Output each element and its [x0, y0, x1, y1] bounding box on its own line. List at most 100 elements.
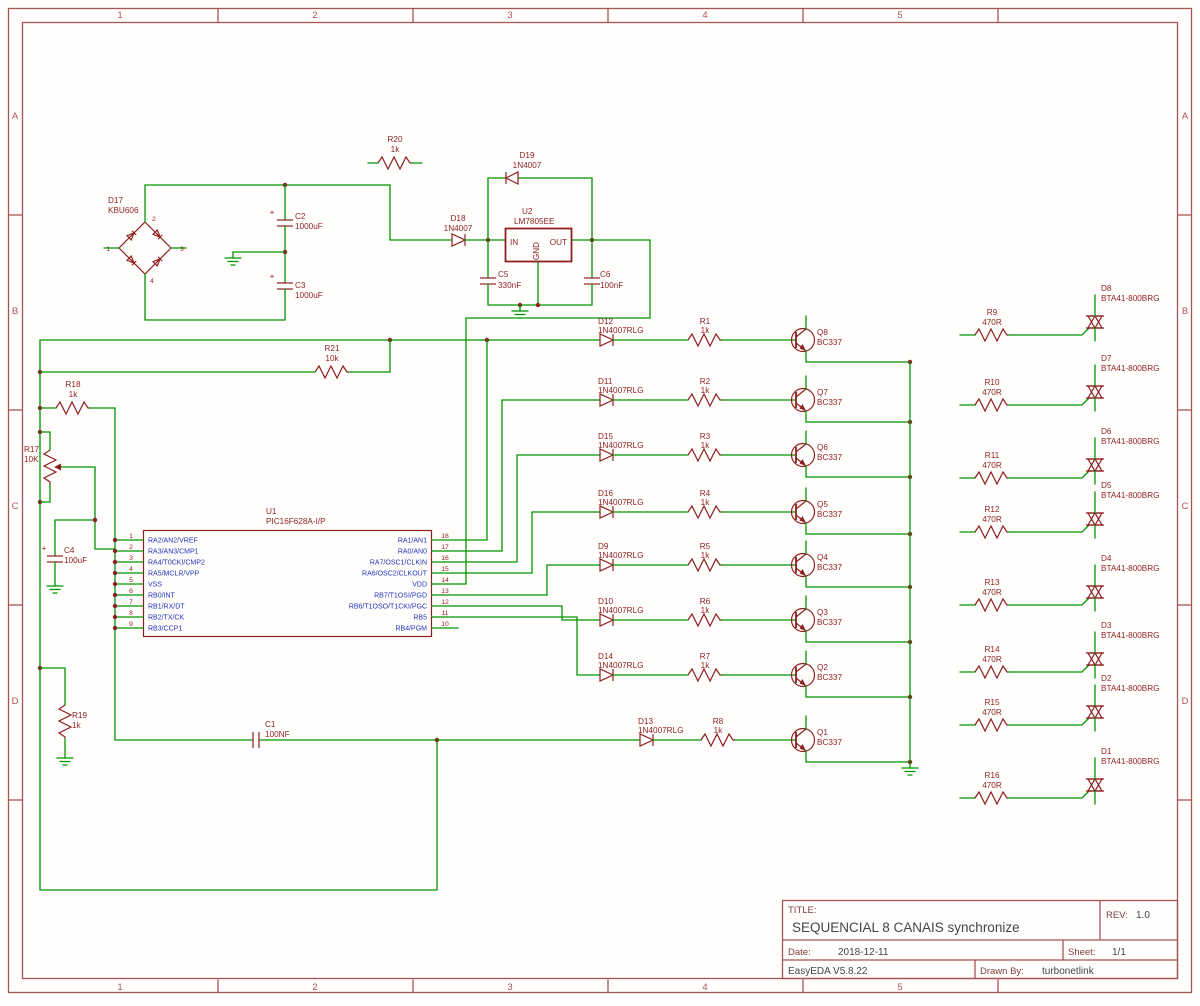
resistor-R7[interactable]	[687, 667, 722, 683]
net-ch2[interactable]	[457, 399, 601, 552]
gate-wire[interactable]	[1008, 327, 1090, 336]
resistor-R11[interactable]	[974, 470, 1009, 486]
net-ch6[interactable]	[457, 605, 601, 621]
emitter-lead[interactable]	[805, 630, 911, 643]
potentiometer-R17[interactable]	[42, 449, 58, 484]
resistor-R18[interactable]	[55, 400, 90, 416]
transistor-Q4-collector[interactable]	[795, 553, 807, 563]
net-r21[interactable]	[348, 339, 391, 373]
emitter-lead[interactable]	[805, 685, 911, 698]
cap-lead[interactable]	[54, 519, 96, 557]
diode-D12[interactable]	[599, 333, 615, 347]
diode-D13[interactable]	[639, 733, 655, 747]
resistor-R13[interactable]	[974, 597, 1009, 613]
transistor-Q3-body[interactable]	[790, 607, 816, 633]
triac-D5[interactable]	[1086, 511, 1104, 526]
resistor-R9[interactable]	[974, 327, 1009, 343]
resistor-R4[interactable]	[687, 504, 722, 520]
net-ch4[interactable]	[457, 511, 601, 574]
resistor-R5[interactable]	[687, 557, 722, 573]
diode-D14[interactable]	[599, 668, 615, 682]
diode-D19[interactable]	[504, 171, 519, 185]
triac-D4[interactable]	[1086, 585, 1104, 600]
net-vdd[interactable]	[457, 239, 651, 585]
resistor-R12[interactable]	[974, 524, 1009, 540]
transistor-Q8-body[interactable]	[790, 327, 816, 353]
net-ch7[interactable]	[457, 616, 601, 676]
gate-wire[interactable]	[1008, 717, 1090, 726]
triac-D1[interactable]	[1086, 778, 1104, 793]
resistor-R20[interactable]	[377, 155, 412, 171]
resistor-R16[interactable]	[974, 790, 1009, 806]
resistor-R19[interactable]	[57, 704, 73, 739]
triac-D7[interactable]	[1086, 385, 1104, 400]
net-ch5[interactable]	[457, 564, 601, 596]
triac-D7[interactable]	[1086, 384, 1104, 399]
resistor-R15[interactable]	[974, 717, 1009, 733]
bridge-D17[interactable]	[118, 221, 172, 275]
diode-D9[interactable]	[599, 558, 615, 572]
triac-D1[interactable]	[1086, 777, 1104, 792]
transistor-Q5-body[interactable]	[790, 499, 816, 525]
triac-D2[interactable]	[1086, 705, 1104, 720]
ic-U1[interactable]	[142, 529, 433, 638]
gate-wire[interactable]	[1008, 597, 1090, 606]
pot-lead[interactable]	[39, 483, 51, 503]
transistor-Q5-collector[interactable]	[795, 500, 807, 510]
diode-D18[interactable]	[451, 233, 467, 247]
triac-D5[interactable]	[1086, 512, 1104, 527]
resistor-R2[interactable]	[687, 392, 722, 408]
regulator-U2[interactable]	[504, 227, 573, 263]
gate-wire[interactable]	[1008, 470, 1090, 479]
pot-lead[interactable]	[39, 431, 51, 451]
net-r19[interactable]	[39, 667, 66, 706]
net-ch3[interactable]	[457, 454, 601, 563]
emitter-lead[interactable]	[805, 750, 911, 763]
triac-D8[interactable]	[1086, 314, 1104, 329]
transistor-Q6-body[interactable]	[790, 442, 816, 468]
resistor-R14[interactable]	[974, 664, 1009, 680]
resistor-R6[interactable]	[687, 612, 722, 628]
triac-D2[interactable]	[1086, 704, 1104, 719]
resistor-R1[interactable]	[687, 332, 722, 348]
emitter-lead[interactable]	[805, 350, 911, 363]
pot-wiper-net[interactable]	[61, 466, 116, 550]
net-rect-out[interactable]	[144, 184, 453, 241]
resistor-R8[interactable]	[700, 732, 735, 748]
transistor-Q2-body[interactable]	[790, 662, 816, 688]
diode-D11[interactable]	[599, 393, 615, 407]
diode-D16[interactable]	[599, 505, 615, 519]
emitter-lead[interactable]	[805, 575, 911, 588]
diode-D10[interactable]	[599, 613, 615, 627]
resistor-R21[interactable]	[314, 364, 349, 380]
transistor-Q7-body[interactable]	[790, 387, 816, 413]
transistor-Q4-body[interactable]	[790, 552, 816, 578]
gate-wire[interactable]	[1008, 664, 1090, 673]
resistor-R10[interactable]	[974, 397, 1009, 413]
emitter-lead[interactable]	[805, 522, 911, 535]
emitter-lead[interactable]	[805, 410, 911, 423]
emitter-lead[interactable]	[805, 465, 911, 478]
resistor-R3[interactable]	[687, 447, 722, 463]
triac-D4[interactable]	[1086, 584, 1104, 599]
transistor-Q6-collector[interactable]	[795, 443, 807, 453]
transistor-Q1-body[interactable]	[790, 727, 816, 753]
net-rect-neg[interactable]	[144, 273, 286, 321]
transistor-Q7-collector[interactable]	[795, 388, 807, 398]
gate-wire[interactable]	[1008, 524, 1090, 533]
transistor-Q2-collector[interactable]	[795, 663, 807, 673]
triac-D6[interactable]	[1086, 458, 1104, 473]
net-main[interactable]	[39, 339, 601, 891]
net-bottom-loop[interactable]	[39, 739, 438, 891]
gate-wire[interactable]	[1008, 397, 1090, 406]
transistor-Q1-collector[interactable]	[795, 728, 807, 738]
triac-D8[interactable]	[1086, 315, 1104, 330]
triac-D6[interactable]	[1086, 457, 1104, 472]
gate-wire[interactable]	[1008, 790, 1090, 799]
transistor-Q8-collector[interactable]	[795, 328, 807, 338]
triac-D3[interactable]	[1086, 651, 1104, 666]
net-ch1[interactable]	[457, 339, 488, 541]
triac-D3[interactable]	[1086, 652, 1104, 667]
transistor-Q3-collector[interactable]	[795, 608, 807, 618]
diode-D15[interactable]	[599, 448, 615, 462]
